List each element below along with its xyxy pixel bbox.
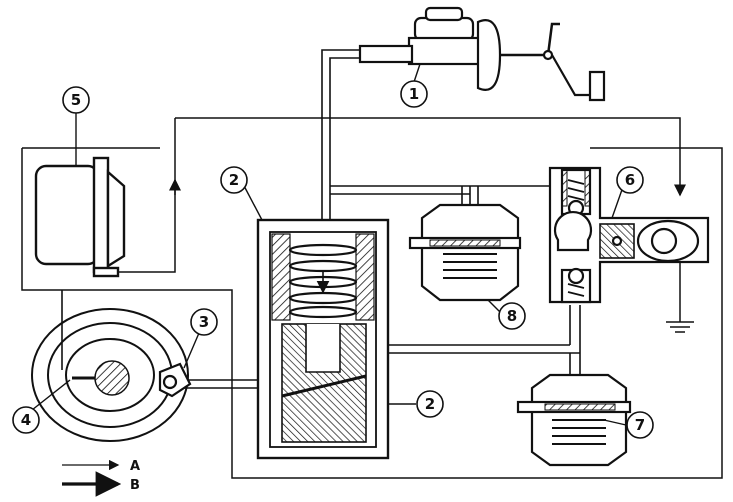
callout-4-label: 4 <box>21 411 31 429</box>
signal-lines <box>21 117 723 479</box>
callout-6: 6 <box>616 166 644 194</box>
hydraulic-lines <box>61 49 581 389</box>
callout-2-top: 2 <box>220 166 248 194</box>
master-cylinder <box>358 6 606 102</box>
legend-b-label: B <box>130 478 140 493</box>
callout-7-label: 7 <box>635 416 645 434</box>
callout-2-bottom: 2 <box>416 390 444 418</box>
solenoid-valve <box>548 166 710 304</box>
callout-8: 8 <box>498 302 526 330</box>
legend-item-b: B <box>62 471 140 497</box>
legend-item-a: A <box>62 459 140 474</box>
callout-2-bottom-label: 2 <box>425 395 435 413</box>
callout-1-label: 1 <box>409 85 419 103</box>
callout-5: 5 <box>62 86 90 114</box>
wheel-cylinder-7 <box>516 373 632 467</box>
wheel-cylinder-8 <box>408 203 522 302</box>
callout-3: 3 <box>190 308 218 336</box>
hydraulic-accumulator <box>34 156 126 278</box>
callout-4: 4 <box>12 406 40 434</box>
callout-1: 1 <box>400 80 428 108</box>
callout-8-label: 8 <box>507 307 517 325</box>
pressure-modulator <box>256 218 390 460</box>
speed-sensor <box>158 362 192 398</box>
legend: A B <box>62 459 140 497</box>
callout-3-label: 3 <box>199 313 209 331</box>
callout-7: 7 <box>626 411 654 439</box>
callout-6-label: 6 <box>625 171 635 189</box>
callout-2-top-label: 2 <box>229 171 239 189</box>
callout-leaders <box>31 63 627 426</box>
callout-5-label: 5 <box>71 91 81 109</box>
legend-a-label: A <box>130 459 140 474</box>
